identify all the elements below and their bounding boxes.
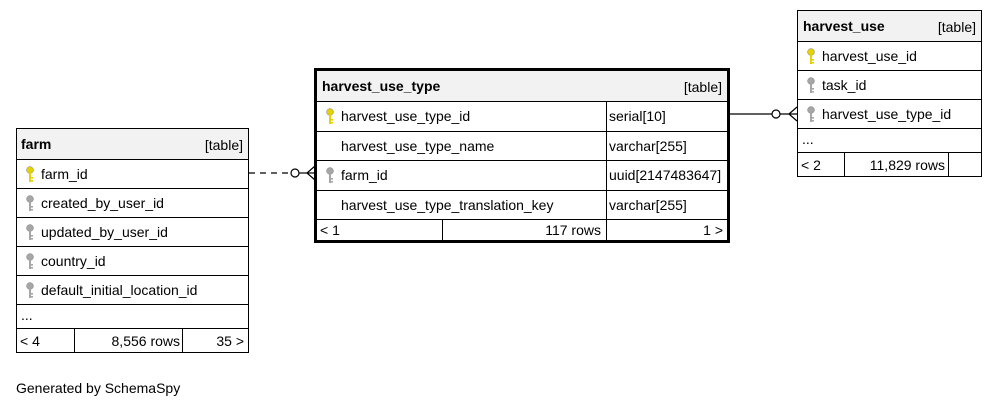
generator-credit: Generated by SchemaSpy [16,380,181,396]
more-columns-ellipsis: ... [21,307,33,323]
column-name: task_id [822,77,867,93]
foreign-key-icon [25,282,35,304]
divider [844,153,845,176]
column-row[interactable]: farm_id [17,159,248,188]
table-footer: < 1 117 rows 1 > [317,219,727,240]
divider [606,102,607,131]
divider [606,132,607,160]
column-type: uuid[2147483647] [609,167,722,183]
column-name: farm_id [41,166,88,182]
table-name: harvest_use_type [322,78,441,94]
column-type: varchar[255] [609,197,687,213]
parent-count[interactable]: < 4 [20,333,40,349]
table-harvest-use[interactable]: harvest_use [table] harvest_use_id task_… [797,10,982,177]
divider [442,220,443,240]
column-name: updated_by_user_id [41,224,168,240]
column-type: serial[10] [609,108,666,124]
column-row[interactable]: harvest_use_id [798,41,981,70]
table-header: harvest_use_type [table] [317,71,727,101]
relation-farm-to-harvest-use-type [249,165,316,181]
foreign-key-icon [806,106,816,128]
more-columns-row: ... [798,128,981,152]
table-footer: < 4 8,556 rows 35 > [17,328,248,352]
divider [606,220,607,240]
divider [182,329,183,352]
column-name: default_initial_location_id [41,282,198,298]
column-name: harvest_use_type_name [341,138,495,154]
column-row[interactable]: harvest_use_type_id serial[10] [317,101,727,131]
parent-count[interactable]: < 2 [801,157,821,173]
column-row[interactable]: task_id [798,70,981,99]
row-count: 8,556 rows [111,333,180,349]
foreign-key-icon [806,77,816,99]
foreign-key-icon [25,224,35,246]
column-name: farm_id [341,167,388,183]
primary-key-icon [325,108,335,130]
column-name: harvest_use_type_id [822,106,952,122]
column-row[interactable]: harvest_use_type_translation_key varchar… [317,190,727,219]
relation-harvest-use-type-to-harvest-use [730,106,798,122]
more-columns-row: ... [17,304,248,328]
table-kind: [table] [937,19,976,35]
foreign-key-icon [25,253,35,275]
foreign-key-icon [25,195,35,217]
column-name: harvest_use_type_translation_key [341,197,554,213]
row-count: 117 rows [545,222,601,238]
column-name: harvest_use_id [822,48,917,64]
table-harvest-use-type[interactable]: harvest_use_type [table] harvest_use_typ… [314,68,730,243]
row-count: 11,829 rows [869,157,945,173]
column-row[interactable]: country_id [17,246,248,275]
primary-key-icon [806,48,816,70]
table-kind: [table] [683,79,722,95]
column-type: varchar[255] [609,138,687,154]
divider [606,191,607,219]
more-columns-ellipsis: ... [802,131,814,147]
table-name: farm [21,136,52,152]
table-name: harvest_use [803,18,885,34]
column-name: created_by_user_id [41,195,164,211]
divider [606,161,607,190]
parent-count[interactable]: < 1 [320,222,340,238]
column-row[interactable]: farm_id uuid[2147483647] [317,160,727,190]
table-kind: [table] [204,137,243,153]
child-count[interactable]: 1 > [703,222,723,238]
column-row[interactable]: updated_by_user_id [17,217,248,246]
table-footer: < 2 11,829 rows [798,152,981,176]
column-row[interactable]: created_by_user_id [17,188,248,217]
foreign-key-icon [325,167,335,189]
column-name: country_id [41,253,106,269]
table-header: harvest_use [table] [798,11,981,41]
column-row[interactable]: default_initial_location_id [17,275,248,304]
primary-key-icon [25,166,35,188]
child-count[interactable]: 35 > [216,333,244,349]
column-name: harvest_use_type_id [341,108,471,124]
table-farm[interactable]: farm [table] farm_id created_by_user_id … [16,128,249,353]
divider [74,329,75,352]
column-row[interactable]: harvest_use_type_id [798,99,981,128]
column-row[interactable]: harvest_use_type_name varchar[255] [317,131,727,160]
table-header: farm [table] [17,129,248,159]
divider [948,153,949,176]
